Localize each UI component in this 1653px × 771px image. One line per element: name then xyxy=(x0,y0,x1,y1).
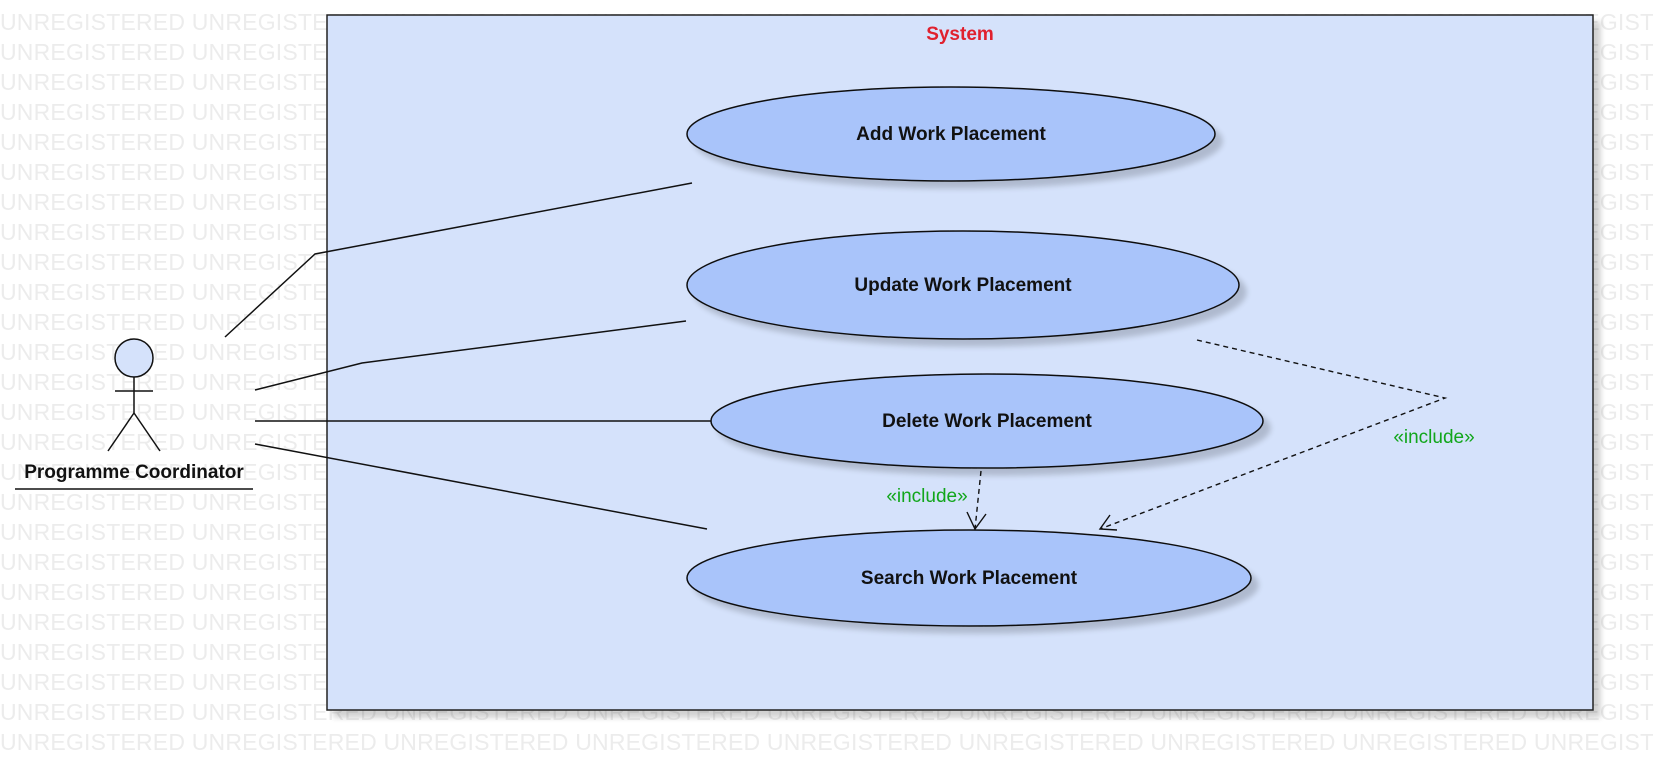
include-dependencies xyxy=(966,339,1448,531)
association-add[interactable] xyxy=(224,182,693,338)
use-case-update-label: Update Work Placement xyxy=(854,275,1072,296)
use-case-search[interactable]: Search Work Placement xyxy=(686,529,1252,627)
include-label-delete-search: «include» xyxy=(886,486,967,507)
include-label-update-search: «include» xyxy=(1393,427,1474,448)
system-title: System xyxy=(926,24,994,45)
include-update-search-arrowhead xyxy=(1098,514,1118,531)
association-update[interactable] xyxy=(254,320,687,391)
include-update-search-line[interactable] xyxy=(1099,339,1448,530)
associations xyxy=(224,182,711,530)
use-case-add-ellipse[interactable] xyxy=(686,86,1216,182)
use-case-search-label: Search Work Placement xyxy=(861,568,1078,589)
use-case-update-ellipse[interactable] xyxy=(686,230,1240,340)
include-delete-search-line[interactable] xyxy=(974,470,982,530)
use-case-delete[interactable]: Delete Work Placement xyxy=(710,373,1264,469)
actor-name: Programme Coordinator xyxy=(24,462,244,483)
include-delete-search-arrowhead xyxy=(966,511,987,531)
use-case-add-label: Add Work Placement xyxy=(856,124,1046,145)
actor-left-leg xyxy=(107,412,135,452)
use-case-update[interactable]: Update Work Placement xyxy=(686,230,1240,340)
actor-programme-coordinator[interactable]: Programme Coordinator xyxy=(15,338,253,490)
actor-head xyxy=(114,338,154,378)
use-case-delete-label: Delete Work Placement xyxy=(882,411,1092,432)
actor-right-leg xyxy=(133,412,161,452)
use-case-add[interactable]: Add Work Placement xyxy=(686,86,1216,182)
use-case-search-ellipse[interactable] xyxy=(686,529,1252,627)
use-case-delete-ellipse[interactable] xyxy=(710,373,1264,469)
actor-stick-figure-icon xyxy=(107,338,161,452)
association-search[interactable] xyxy=(254,443,708,530)
